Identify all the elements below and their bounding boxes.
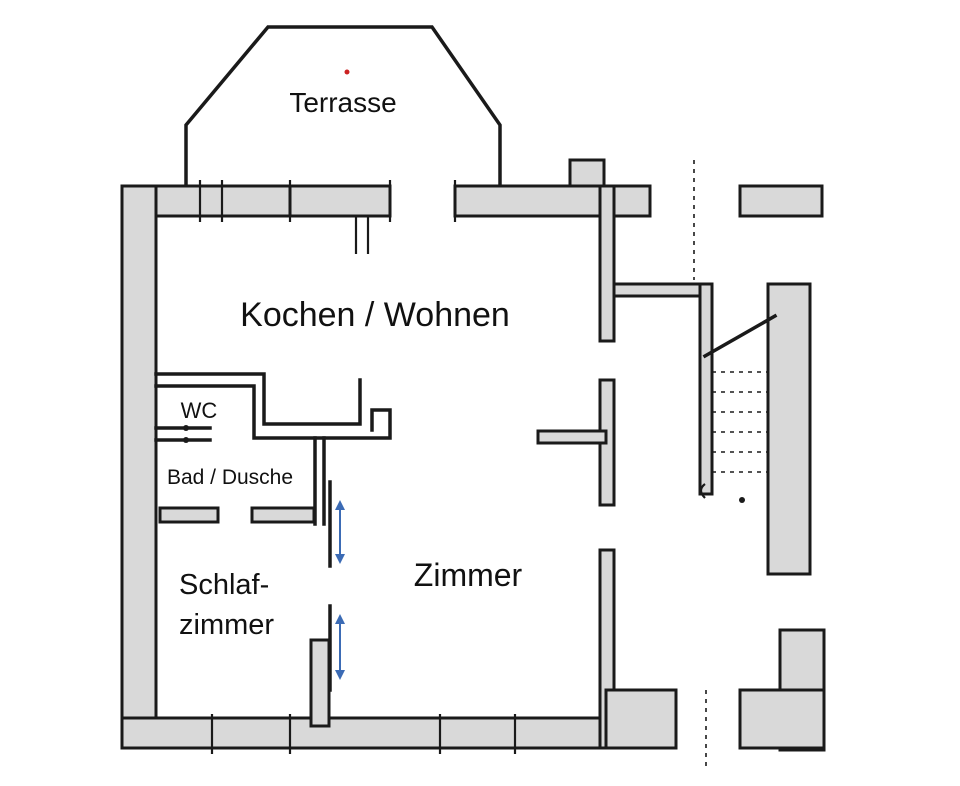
- interior-partition: [536, 429, 608, 445]
- staircase: [612, 282, 812, 576]
- room-label-kochen-wohnen: Kochen / Wohnen: [240, 296, 510, 334]
- terrace-outline: [184, 25, 502, 186]
- room-label-zimmer: Zimmer: [414, 557, 523, 593]
- window-marks: [198, 180, 517, 754]
- room-label-wc: WC: [181, 398, 218, 423]
- room-label-schlafzimmer-line1: Schlaf-: [179, 569, 269, 601]
- room-label-schlafzimmer-line2: zimmer: [179, 609, 274, 641]
- room-label-terrasse: Terrasse: [289, 87, 396, 118]
- bathroom-walls: [154, 372, 392, 526]
- outer-walls: [120, 184, 652, 750]
- terrace-marker-icon: [344, 69, 350, 75]
- sliding-door-arrow-icon: [335, 614, 345, 680]
- sliding-doors: [309, 480, 332, 728]
- right-wall-fragments: [568, 158, 826, 770]
- room-label-bad-dusche: Bad / Dusche: [167, 466, 293, 489]
- sliding-door-arrow-icon: [335, 500, 345, 564]
